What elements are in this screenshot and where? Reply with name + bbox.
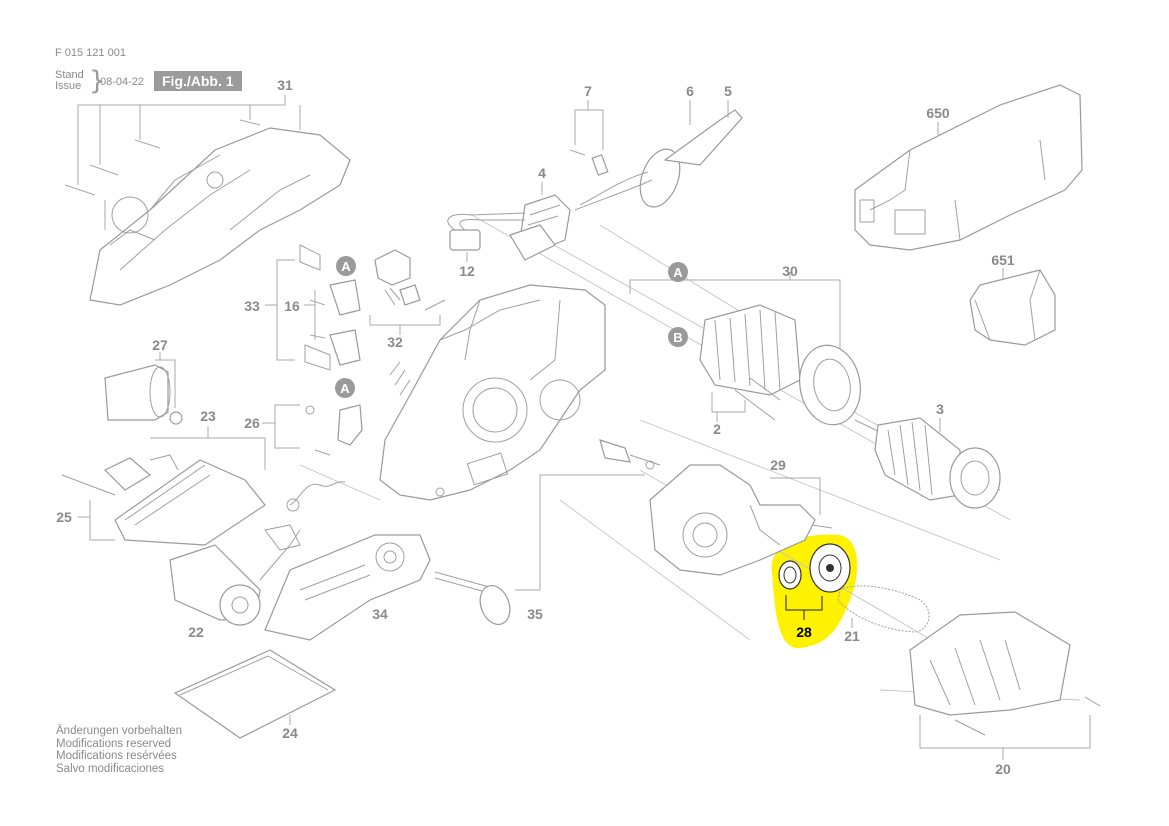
issue-date: 08-04-22 [100, 76, 145, 88]
tension-spring [286, 481, 346, 512]
part-20-belt-cover [909, 611, 1101, 760]
part-5-cable [574, 100, 729, 211]
issue-label: Issue [55, 80, 82, 92]
part-25-screws [61, 474, 116, 541]
marker-a-bottom: A [335, 378, 355, 398]
label-29: 29 [770, 457, 786, 473]
figure-label: Fig./Abb. 1 [154, 71, 242, 91]
marker-a-top: A [336, 256, 356, 276]
part-32-carbon-brush [369, 249, 446, 335]
part-34-base-frame [264, 524, 431, 641]
label-27: 27 [152, 337, 168, 353]
part-26-lever [262, 404, 363, 456]
label-2: 2 [713, 421, 721, 437]
label-7: 7 [584, 83, 592, 99]
label-6: 6 [686, 83, 694, 99]
main-motor-housing [379, 284, 606, 501]
label-23: 23 [200, 408, 216, 424]
stand-label: Stand [55, 69, 84, 81]
note-es: Salvo modificaciones [56, 762, 165, 775]
gear-small [778, 560, 802, 590]
label-22: 22 [188, 624, 204, 640]
part-29-gear-housing [649, 464, 833, 576]
label-28: 28 [796, 624, 812, 640]
label-32: 32 [387, 334, 403, 350]
part-12-capacitor [447, 212, 526, 262]
label-30: 30 [782, 263, 798, 279]
modifications-note: Änderungen vorbehalten Modifications res… [56, 725, 182, 775]
part-2-screws [711, 377, 781, 422]
label-35: 35 [527, 606, 543, 622]
label-34: 34 [372, 606, 388, 622]
stand-issue-label: Stand Issue [55, 70, 84, 92]
brace-icon: } [89, 66, 106, 96]
part-23-roller-cover [103, 426, 266, 546]
part-24-base-plate [173, 649, 337, 739]
label-5: 5 [724, 83, 732, 99]
note-de: Änderungen vorbehalten [56, 725, 182, 737]
part-35-drive-shaft [434, 474, 645, 625]
part-3-armature [854, 417, 1001, 509]
part-650-carrying-case [854, 84, 1083, 251]
label-12: 12 [459, 263, 475, 279]
part-30-field-stator [629, 272, 861, 426]
label-20: 20 [995, 761, 1011, 777]
svg-text:A: A [673, 265, 683, 280]
label-26: 26 [244, 415, 260, 431]
label-31: 31 [277, 77, 293, 93]
marker-a-motor: A [668, 262, 688, 282]
label-33: 33 [244, 298, 260, 314]
note-fr: Modifications resérvées [56, 750, 177, 762]
part-27-sleeve [104, 352, 183, 425]
label-21: 21 [844, 628, 860, 644]
label-16: 16 [284, 298, 300, 314]
label-651: 651 [991, 252, 1015, 268]
label-25: 25 [56, 509, 72, 525]
svg-text:A: A [340, 381, 350, 396]
marker-b-motor: B [668, 327, 688, 347]
part-6-grommet [639, 100, 743, 208]
document-id: F 015 121 001 [55, 47, 126, 59]
note-en: Modifications reserved [56, 737, 172, 750]
part-33-16-brush-holders [265, 244, 361, 371]
part-22-rear-roller [169, 529, 301, 626]
label-650: 650 [926, 105, 950, 121]
part-21-drive-belt [837, 585, 930, 633]
label-24: 24 [282, 725, 298, 741]
intermediate-shaft [599, 439, 661, 470]
label-4: 4 [538, 165, 546, 181]
part-7-cable-clamp [569, 100, 609, 176]
part-651-dust-adapter [969, 268, 1056, 346]
svg-text:B: B [673, 330, 682, 345]
label-3: 3 [936, 401, 944, 417]
svg-text:A: A [341, 259, 351, 274]
part-31-housing-cover [64, 95, 351, 306]
part-4-switch [509, 182, 571, 261]
part-28-gear-set [778, 543, 851, 620]
